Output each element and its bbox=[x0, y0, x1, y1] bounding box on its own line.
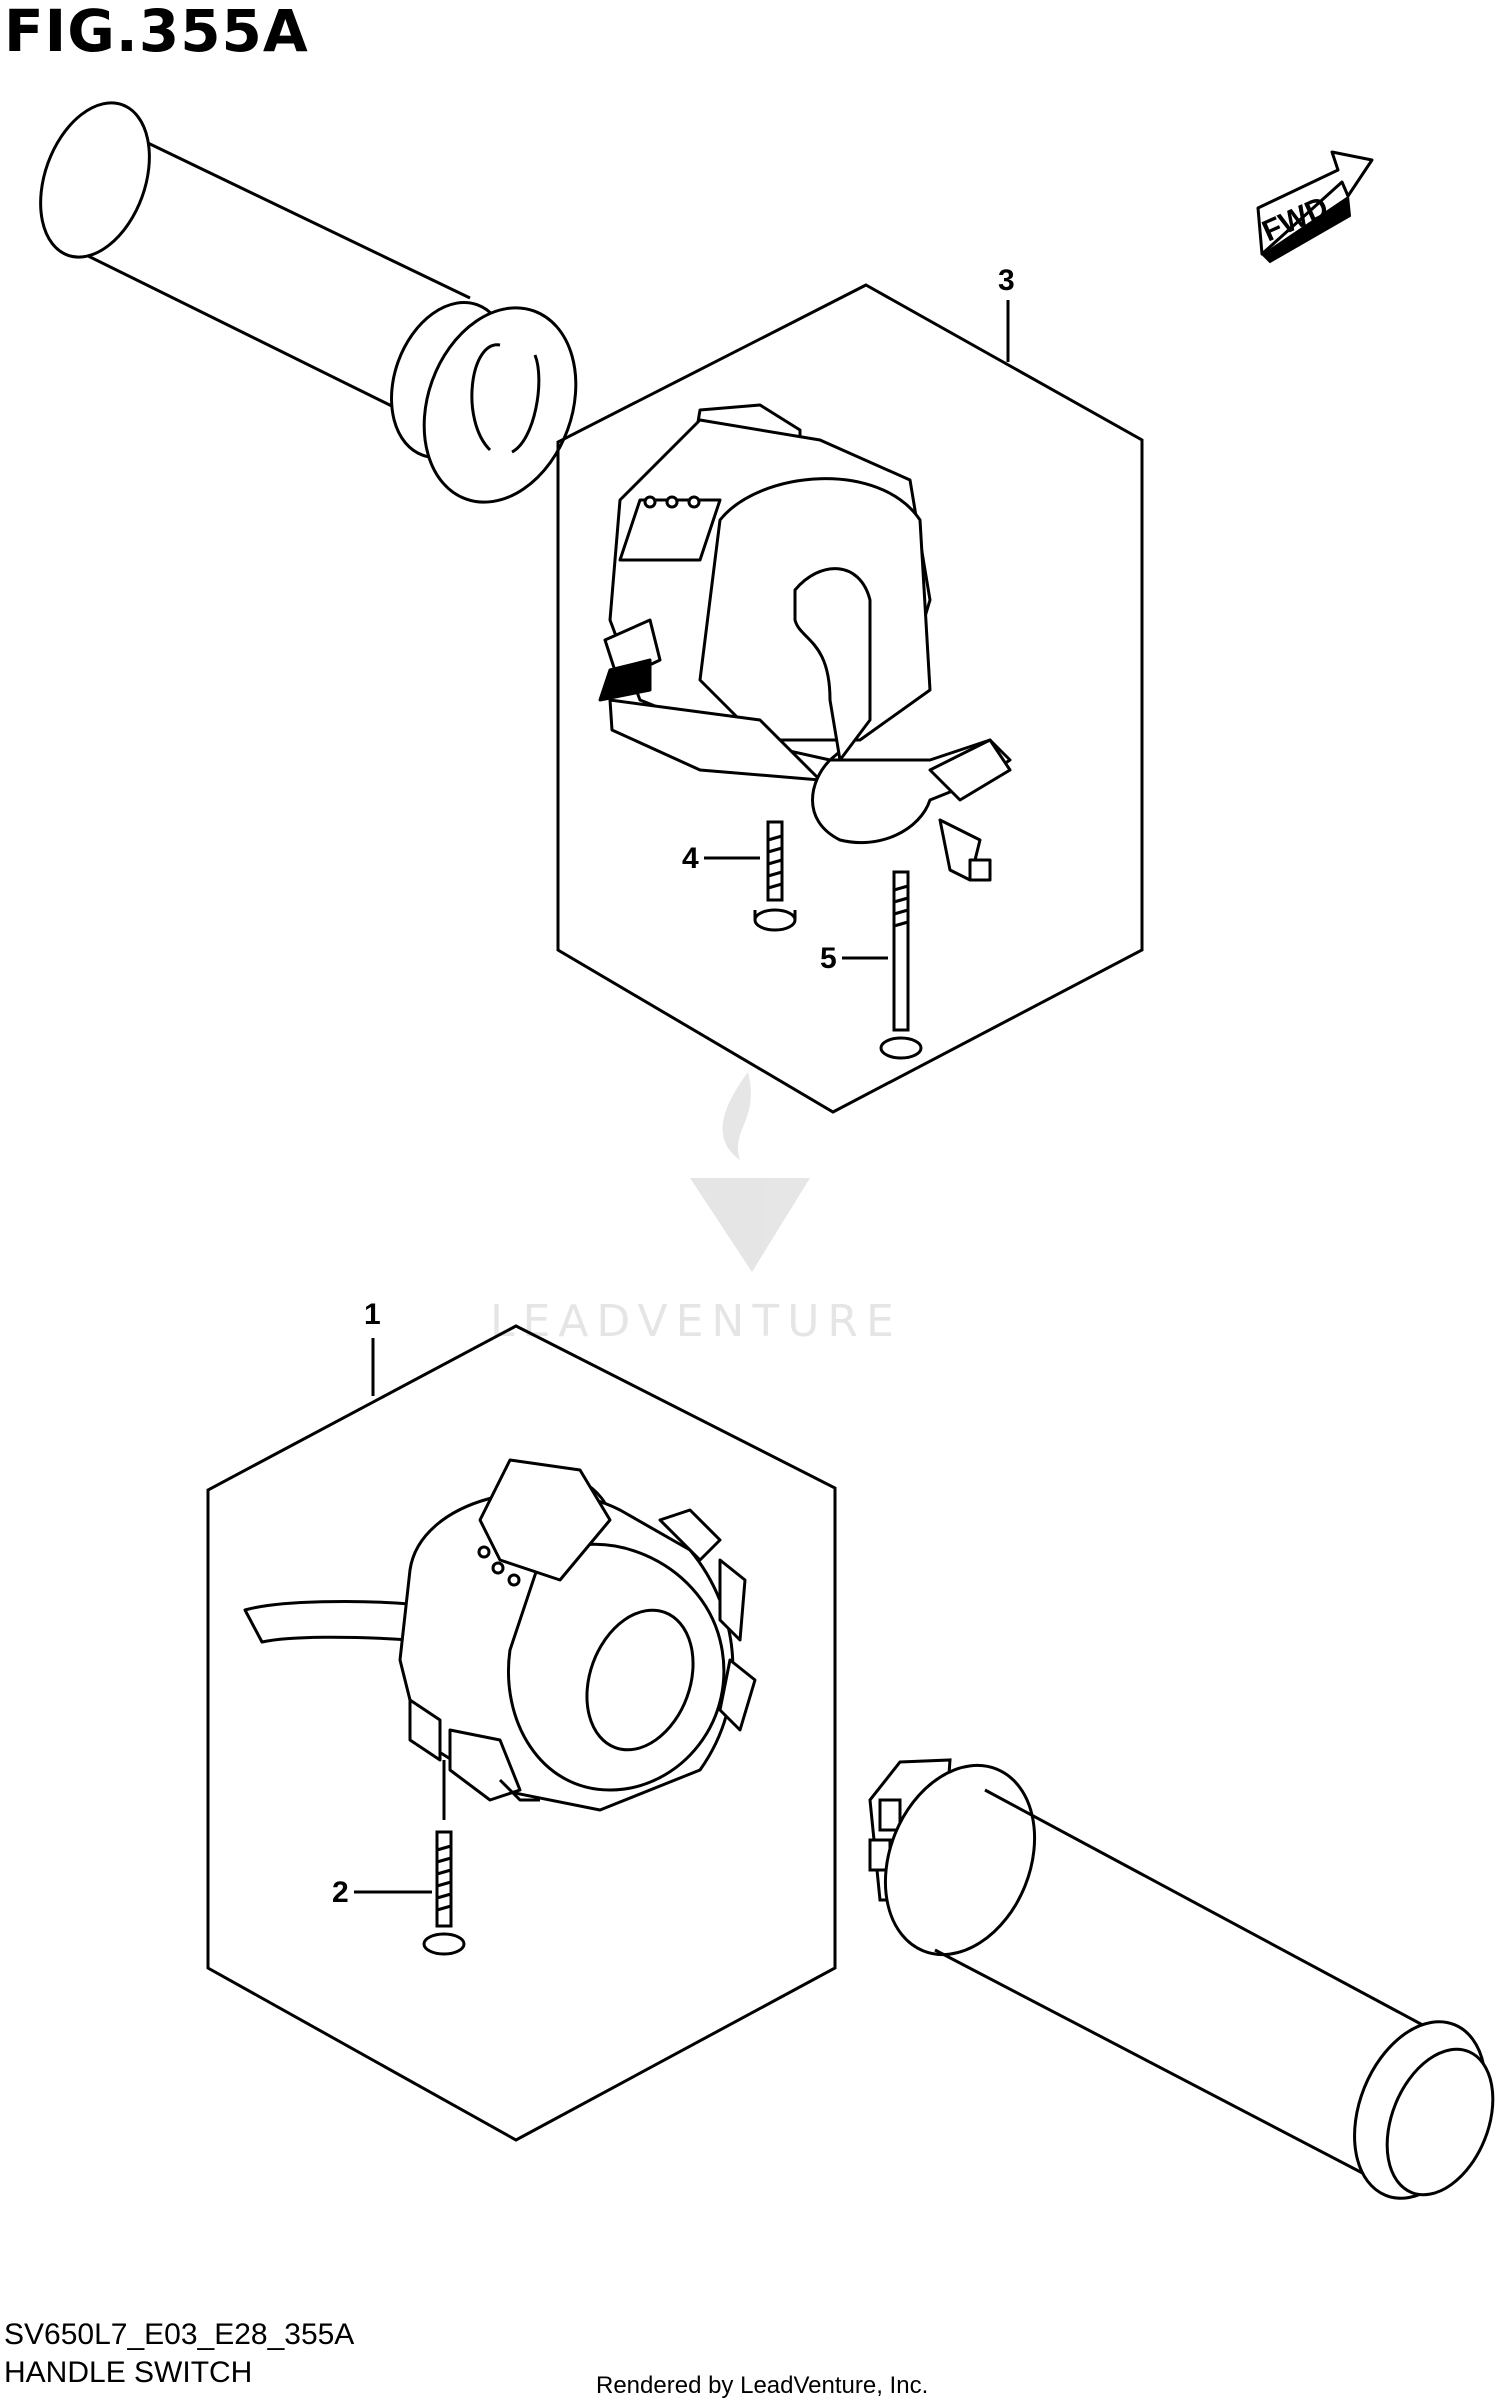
callout-4: 4 bbox=[682, 842, 699, 875]
render-credit: Rendered by LeadVenture, Inc. bbox=[596, 2372, 929, 2399]
callout-5: 5 bbox=[820, 942, 837, 975]
screw-2 bbox=[422, 1830, 466, 1956]
screw-4 bbox=[753, 820, 797, 932]
left-switch-assembly bbox=[598, 403, 1012, 882]
fwd-arrow: FWD bbox=[1256, 150, 1374, 264]
watermark-text: LEADVENTURE bbox=[490, 1296, 902, 1347]
left-switch-kit-hexagon bbox=[556, 283, 1144, 1114]
watermark: LEADVENTURE bbox=[490, 1072, 902, 1347]
right-handlebar-grip bbox=[868, 1758, 1495, 2200]
right-switch-kit-hexagon bbox=[206, 1324, 837, 2142]
diagram-code: SV650L7_E03_E28_355A bbox=[4, 2318, 355, 2351]
callout-2: 2 bbox=[332, 1876, 349, 1909]
watermark-flame-icon bbox=[722, 1072, 751, 1160]
figure-title: FIG.355A bbox=[4, 0, 309, 65]
left-handlebar-grip bbox=[39, 101, 578, 504]
diagram-description: HANDLE SWITCH bbox=[4, 2356, 253, 2389]
fwd-arrow-icon bbox=[1256, 150, 1374, 256]
callout-3: 3 bbox=[998, 264, 1015, 297]
screw-5 bbox=[879, 870, 923, 1060]
watermark-v-logo-icon bbox=[690, 1178, 810, 1272]
right-switch-assembly bbox=[243, 1458, 757, 1812]
callout-1: 1 bbox=[364, 1298, 381, 1331]
